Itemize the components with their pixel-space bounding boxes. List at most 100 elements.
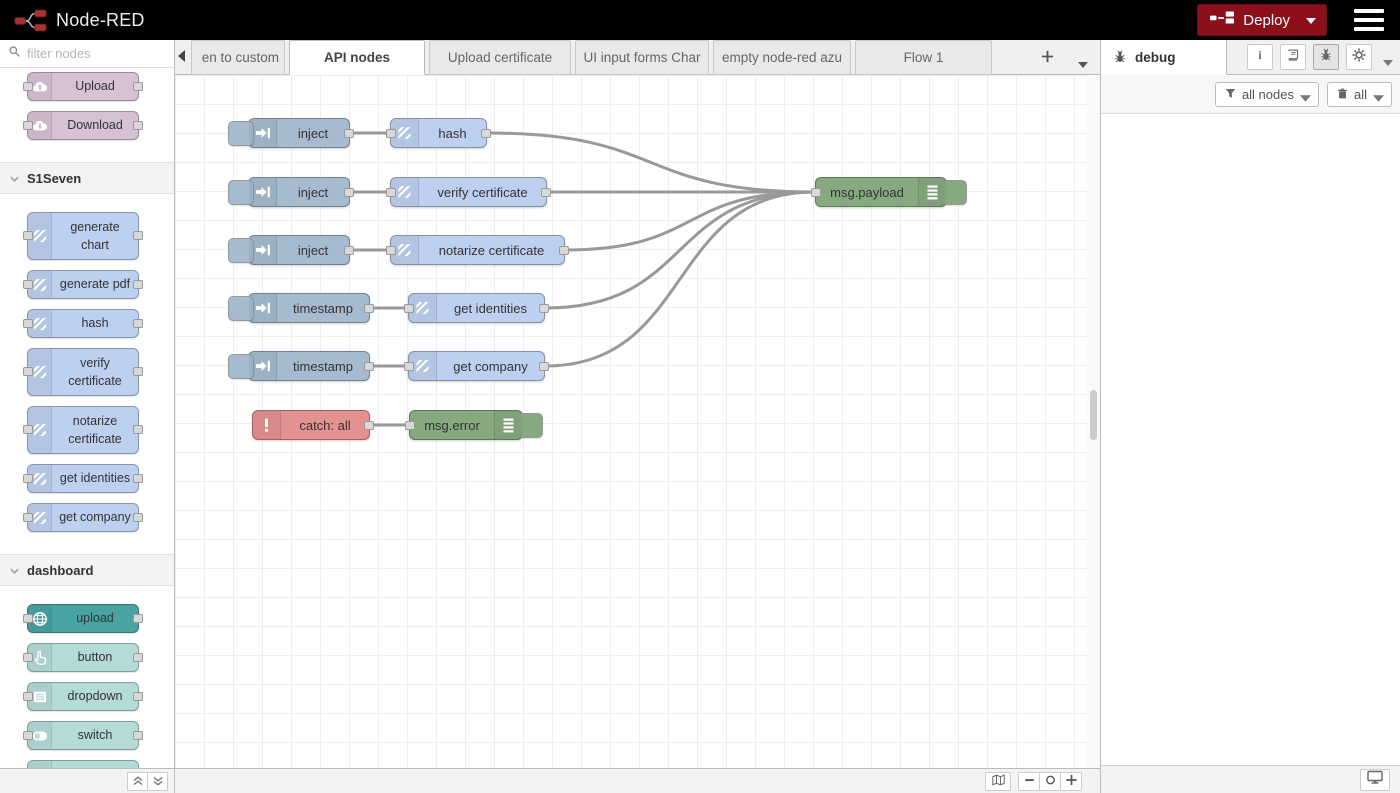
wire[interactable] bbox=[486, 131, 816, 194]
palette-node-button[interactable]: button bbox=[23, 643, 143, 672]
flow-node-get-company[interactable]: get company bbox=[404, 351, 549, 381]
flow-node-msg-payload[interactable]: msg.payload bbox=[811, 177, 967, 207]
main-menu-button[interactable] bbox=[1354, 9, 1384, 31]
node-port-in[interactable] bbox=[23, 231, 33, 240]
palette-node-download[interactable]: Download bbox=[23, 111, 143, 140]
flow-node-timestamp[interactable]: timestamp bbox=[228, 351, 374, 381]
tab-upload-certificate[interactable]: Upload certificate bbox=[429, 40, 571, 75]
zoom-reset-button[interactable] bbox=[1039, 772, 1061, 791]
sidebar-config-button[interactable] bbox=[1346, 44, 1372, 70]
node-port-out[interactable] bbox=[364, 304, 374, 313]
palette-node-hash[interactable]: hash bbox=[23, 309, 143, 338]
node-port-in[interactable] bbox=[386, 246, 396, 255]
node-port-out[interactable] bbox=[133, 473, 143, 483]
wire[interactable] bbox=[544, 190, 816, 368]
palette-node-dropdown[interactable]: dropdown bbox=[23, 682, 143, 711]
flow-node-catch-all[interactable]: catch: all bbox=[252, 410, 374, 440]
navigator-button[interactable] bbox=[985, 772, 1011, 791]
sidebar-info-button[interactable]: i bbox=[1247, 44, 1273, 70]
node-port-out[interactable] bbox=[133, 730, 143, 740]
sidebar-debug-button[interactable] bbox=[1313, 44, 1339, 70]
tab-api-nodes[interactable]: API nodes bbox=[289, 40, 425, 75]
deploy-button-main[interactable]: Deploy bbox=[1198, 10, 1302, 30]
node-port-out[interactable] bbox=[133, 318, 143, 328]
flow-node-inject[interactable]: inject bbox=[228, 235, 354, 265]
canvas-scrollbar-handle[interactable] bbox=[1090, 390, 1097, 440]
palette-node-generate-pdf[interactable]: generate pdf bbox=[23, 270, 143, 299]
tab-ui-input-forms-char[interactable]: UI input forms Char bbox=[575, 40, 709, 75]
node-port-out[interactable] bbox=[133, 613, 143, 623]
node-port-out[interactable] bbox=[539, 304, 549, 313]
node-port-in[interactable] bbox=[23, 367, 33, 376]
node-port-in[interactable] bbox=[404, 304, 414, 313]
palette-node-upload[interactable]: upload bbox=[23, 604, 143, 633]
node-port-out[interactable] bbox=[133, 279, 143, 289]
debug-toggle-button[interactable] bbox=[941, 180, 967, 205]
sidebar-help-button[interactable] bbox=[1280, 44, 1306, 70]
palette-expand-all-button[interactable] bbox=[147, 772, 168, 791]
debug-toggle-button[interactable] bbox=[517, 413, 543, 438]
node-port-out[interactable] bbox=[539, 362, 549, 371]
node-port-out[interactable] bbox=[559, 246, 569, 255]
tab-empty-node-red-azu[interactable]: empty node-red azu bbox=[713, 40, 851, 75]
canvas-vertical-scrollbar[interactable] bbox=[1087, 75, 1100, 768]
zoom-in-button[interactable] bbox=[1060, 772, 1082, 791]
node-port-out[interactable] bbox=[344, 188, 354, 197]
tab-flow-1[interactable]: Flow 1 bbox=[855, 40, 992, 75]
wire[interactable] bbox=[544, 190, 816, 310]
flow-node-msg-error[interactable]: msg.error bbox=[405, 410, 543, 440]
palette-node-notarize-certificate[interactable]: notarize certificate bbox=[23, 406, 143, 454]
node-port-out[interactable] bbox=[541, 188, 551, 197]
flow-node-notarize-certificate[interactable]: notarize certificate bbox=[386, 235, 569, 265]
palette-section-s1seven[interactable]: S1Seven bbox=[0, 162, 174, 194]
node-port-in[interactable] bbox=[386, 188, 396, 197]
inject-trigger-button[interactable] bbox=[228, 296, 254, 321]
open-debug-window-button[interactable] bbox=[1360, 769, 1390, 791]
deploy-options-button[interactable] bbox=[1302, 5, 1326, 35]
palette-node-switch[interactable]: switch bbox=[23, 721, 143, 750]
flow-node-inject[interactable]: inject bbox=[228, 177, 354, 207]
zoom-out-button[interactable] bbox=[1018, 772, 1040, 791]
palette-node-generate-chart[interactable]: generate chart bbox=[23, 212, 143, 260]
palette-section-dashboard[interactable]: dashboard bbox=[0, 554, 174, 586]
palette-node-get-company[interactable]: get company bbox=[23, 503, 143, 532]
node-port-out[interactable] bbox=[133, 652, 143, 662]
flow-node-verify-certificate[interactable]: verify certificate bbox=[386, 177, 551, 207]
palette-node-node[interactable] bbox=[27, 760, 139, 768]
flow-node-inject[interactable]: inject bbox=[228, 118, 354, 148]
tab-debug[interactable]: debug bbox=[1101, 40, 1227, 75]
debug-messages-area[interactable] bbox=[1101, 114, 1400, 760]
node-port-out[interactable] bbox=[344, 129, 354, 138]
node-port-in[interactable] bbox=[405, 421, 415, 430]
tab-scroll-left-button[interactable] bbox=[178, 50, 190, 66]
inject-trigger-button[interactable] bbox=[228, 180, 254, 205]
node-port-out[interactable] bbox=[344, 246, 354, 255]
wire[interactable] bbox=[564, 190, 816, 252]
tab-en-to-custom[interactable]: en to custom bbox=[191, 40, 285, 75]
palette-filter[interactable]: filter nodes bbox=[0, 40, 174, 68]
node-port-in[interactable] bbox=[23, 81, 33, 91]
inject-trigger-button[interactable] bbox=[228, 121, 254, 146]
node-port-out[interactable] bbox=[364, 421, 374, 430]
node-port-out[interactable] bbox=[481, 129, 491, 138]
node-port-out[interactable] bbox=[133, 81, 143, 91]
node-port-in[interactable] bbox=[23, 279, 33, 289]
node-port-in[interactable] bbox=[23, 318, 33, 328]
debug-clear-button[interactable]: all bbox=[1326, 82, 1392, 107]
flow-node-get-identities[interactable]: get identities bbox=[404, 293, 549, 323]
node-port-in[interactable] bbox=[811, 188, 821, 197]
node-port-in[interactable] bbox=[23, 691, 33, 701]
node-port-in[interactable] bbox=[23, 652, 33, 662]
node-port-out[interactable] bbox=[133, 120, 143, 130]
node-port-in[interactable] bbox=[404, 362, 414, 371]
node-port-out[interactable] bbox=[133, 367, 143, 376]
inject-trigger-button[interactable] bbox=[228, 354, 254, 379]
palette-node-verify-certificate[interactable]: verify certificate bbox=[23, 348, 143, 396]
inject-trigger-button[interactable] bbox=[228, 238, 254, 263]
palette-node-get-identities[interactable]: get identities bbox=[23, 464, 143, 493]
sidebar-menu-button[interactable] bbox=[1383, 53, 1393, 71]
flow-list-button[interactable] bbox=[1078, 55, 1088, 68]
node-port-out[interactable] bbox=[133, 691, 143, 701]
